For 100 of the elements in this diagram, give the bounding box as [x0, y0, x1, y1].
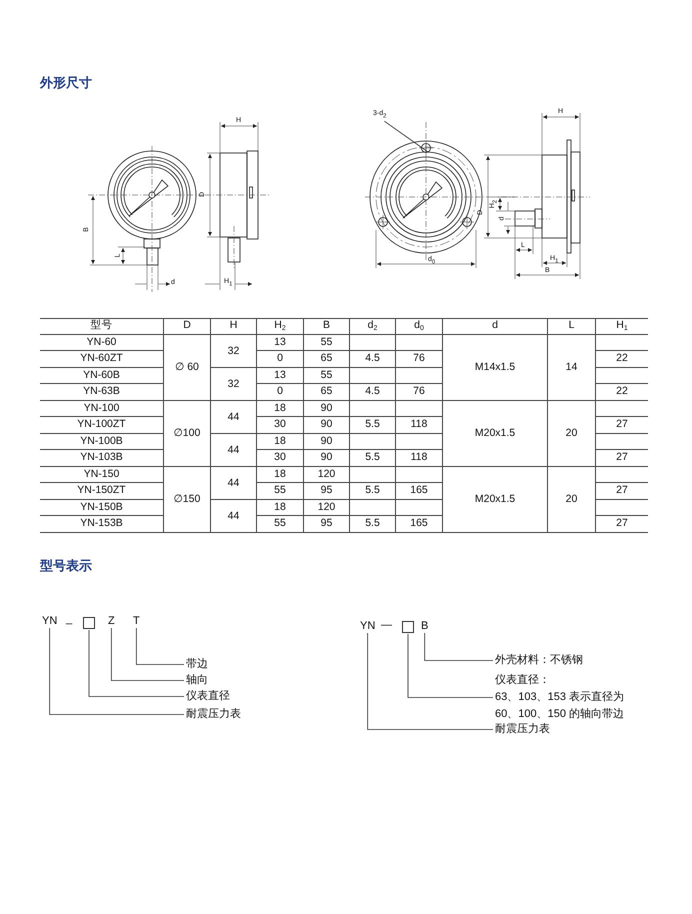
table-cell: 165 [396, 483, 443, 500]
table-cell: YN-63B [40, 384, 164, 400]
meaning-text: 耐震压力表 [495, 724, 550, 735]
table-cell: 32 [211, 334, 257, 368]
leader-line [88, 630, 184, 697]
table-cell: 18 [257, 434, 304, 450]
section-heading: 型号表示 [40, 559, 92, 572]
table-cell: ∅150 [164, 466, 211, 532]
model-code-letter: Z [108, 616, 115, 627]
header-cell: L [548, 318, 596, 334]
leader-line [49, 628, 184, 715]
table-cell: 55 [304, 368, 350, 384]
table-cell: 44 [211, 434, 257, 466]
header-cell: 型号 [40, 318, 164, 334]
table-cell: 5.5 [350, 516, 396, 532]
header-cell: d$_{2}$ [350, 318, 396, 334]
table-cell: 55 [257, 483, 304, 500]
table-cell: 5.5 [350, 450, 396, 466]
table-cell: 44 [211, 500, 257, 532]
section-heading: 外形尺寸 [40, 76, 92, 89]
header-cell: H$_{2}$ [257, 318, 304, 334]
table-cell: 30 [257, 450, 304, 466]
meaning-text: 轴向 [186, 675, 208, 686]
table-cell: 44 [211, 466, 257, 500]
table-cell: 120 [304, 466, 350, 483]
model-code-letter: B [421, 621, 428, 632]
table-cell: 27 [596, 450, 648, 466]
table-cell: 14 [548, 334, 596, 400]
table-cell: 90 [304, 400, 350, 417]
table-cell: 22 [596, 351, 648, 368]
table-cell: 65 [304, 384, 350, 400]
table-cell: 4.5 [350, 351, 396, 368]
table-cell: YN-60B [40, 368, 164, 384]
table-cell: 76 [396, 351, 443, 368]
table-cell: 30 [257, 417, 304, 434]
separator-mark: — [381, 620, 392, 631]
table-cell: 32 [211, 368, 257, 400]
table-cell: YN-153B [40, 516, 164, 532]
table-cell: YN-103B [40, 450, 164, 466]
table-cell: 90 [304, 417, 350, 434]
meaning-text: 带边 [186, 659, 208, 670]
table-cell: 44 [211, 400, 257, 434]
table-cell: M20x1.5 [443, 400, 548, 466]
leader-line [136, 628, 184, 665]
header-cell: B [304, 318, 350, 334]
table-cell: 13 [257, 368, 304, 384]
table-cell: YN-100B [40, 434, 164, 450]
table-cell: 95 [304, 483, 350, 500]
table-cell: 20 [548, 466, 596, 532]
separator-mark: _ [66, 614, 72, 625]
table-cell: 55 [257, 516, 304, 532]
table-cell: 90 [304, 450, 350, 466]
table-cell: YN-150B [40, 500, 164, 516]
table-cell: YN-100ZT [40, 417, 164, 434]
table-cell: 120 [304, 500, 350, 516]
table-cell: 0 [257, 384, 304, 400]
table-cell: YN-150 [40, 466, 164, 483]
table-cell: 22 [596, 384, 648, 400]
model-code-letters: YN [360, 621, 376, 632]
table-cell: 4.5 [350, 384, 396, 400]
table-cell: ∅ 60 [164, 334, 211, 400]
table-cell: 118 [396, 450, 443, 466]
table-cell: 27 [596, 483, 648, 500]
table-cell: YN-60 [40, 334, 164, 351]
model-code-letters: YN [42, 616, 58, 627]
table-cell: 18 [257, 400, 304, 417]
table-cell: YN-100 [40, 400, 164, 417]
table-cell: 65 [304, 351, 350, 368]
blank-square [402, 621, 414, 633]
table-cell: 55 [304, 334, 350, 351]
table-cell: 0 [257, 351, 304, 368]
table-cell: 18 [257, 500, 304, 516]
table-cell: 20 [548, 400, 596, 466]
table-cell: 18 [257, 466, 304, 483]
table-cell: 118 [396, 417, 443, 434]
leader-line [367, 632, 494, 730]
table-cell: ∅100 [164, 400, 211, 466]
table-cell: 5.5 [350, 483, 396, 500]
meaning-text: 63、103、153 表示直径为60、100、150 的轴向带边 [495, 690, 625, 722]
table-cell: M14x1.5 [443, 334, 548, 400]
header-cell: d [443, 318, 548, 334]
meaning-text: 外壳材料：不锈钢 [495, 655, 583, 666]
table-cell: 13 [257, 334, 304, 351]
meaning-heading: 仪表直径： [495, 673, 551, 688]
table-cell: YN-60ZT [40, 351, 164, 368]
table-cell: 90 [304, 434, 350, 450]
table-cell: 76 [396, 384, 443, 400]
blank-square [83, 617, 95, 629]
table-cell: M20x1.5 [443, 466, 548, 532]
header-cell: H$_{1}$ [596, 318, 648, 334]
table-cell: 27 [596, 516, 648, 532]
leader-line [424, 632, 494, 661]
leader-line [110, 628, 184, 681]
meaning-text: 仪表直径 [186, 691, 230, 702]
meaning-text: 耐震压力表 [186, 709, 241, 720]
table-cell: 27 [596, 417, 648, 434]
table-cell: 5.5 [350, 417, 396, 434]
header-cell: d$_{0}$ [396, 318, 443, 334]
header-cell: H [211, 318, 257, 334]
leader-line [384, 120, 428, 152]
